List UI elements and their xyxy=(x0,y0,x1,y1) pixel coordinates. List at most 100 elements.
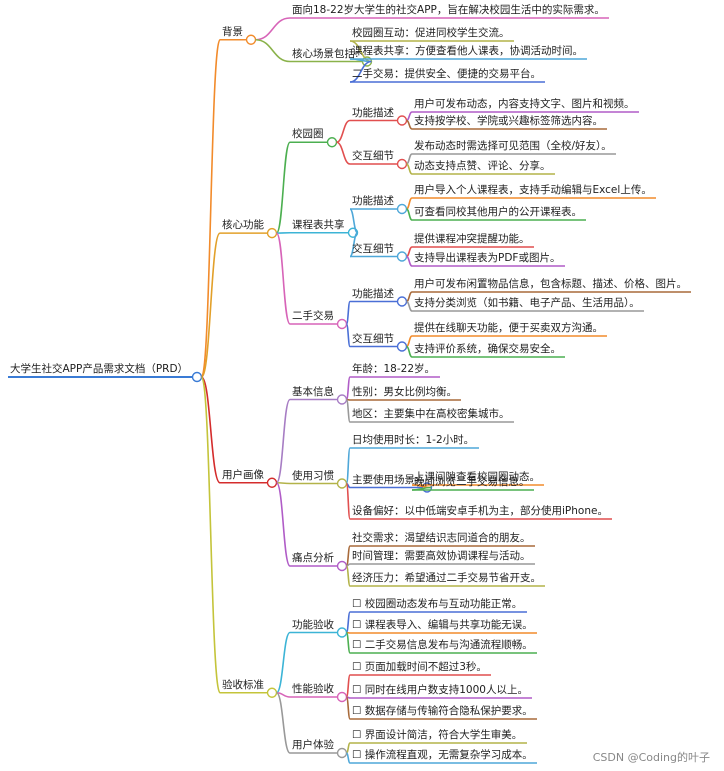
collapse-toggle-icon[interactable] xyxy=(336,560,348,572)
topic-level4[interactable]: 支持按学校、学院或兴趣标签筛选内容。 xyxy=(414,115,603,127)
collapse-toggle-icon[interactable] xyxy=(336,478,348,489)
topic-level4[interactable]: 支持导出课程表为PDF或图片。 xyxy=(414,252,561,264)
topic-level1[interactable]: 背景 xyxy=(222,25,243,38)
topic-level3[interactable]: 校园圈互动：促进同校学生交流。 xyxy=(352,27,510,39)
connector-line xyxy=(349,60,372,83)
connector-line xyxy=(406,291,413,303)
topic-level3[interactable]: 主要使用场景: xyxy=(352,473,419,486)
connector-line xyxy=(349,208,359,234)
connector-line xyxy=(345,482,351,520)
collapse-toggle-icon[interactable] xyxy=(336,318,348,330)
connector-line xyxy=(345,631,351,654)
connector-line xyxy=(345,376,351,401)
topic-level2[interactable]: 面向18-22岁大学生的社交APP，旨在解决校园生活中的实际需求。 xyxy=(292,4,605,16)
topic-level1[interactable]: 验收标准 xyxy=(222,678,264,691)
topic-level3[interactable]: 功能描述 xyxy=(352,195,394,207)
collapse-toggle-icon[interactable] xyxy=(336,394,348,405)
topic-level4[interactable]: 用户可发布闲置物品信息，包含标题、描述、价格、图片。 xyxy=(414,278,687,290)
topic-level3[interactable]: 时间管理：需要高效协调课程与活动。 xyxy=(352,550,531,562)
topic-level3[interactable]: 性别：男女比例均衡。 xyxy=(352,386,457,398)
topic-level2[interactable]: 基本信息 xyxy=(292,385,334,398)
topic-level1[interactable]: 用户画像 xyxy=(222,468,264,481)
topic-level2[interactable]: 使用习惯 xyxy=(292,469,334,482)
topic-level2[interactable]: 性能验收 xyxy=(292,683,334,695)
connector-line xyxy=(200,232,221,378)
topic-level4[interactable]: 提供在线聊天功能，便于买卖双方沟通。 xyxy=(414,322,603,334)
collapse-toggle-icon[interactable] xyxy=(191,371,203,383)
topic-level3[interactable]: 日均使用时长：1-2小时。 xyxy=(352,434,475,446)
topic-level3[interactable]: ☐ 操作流程直观，无需复杂学习成本。 xyxy=(352,749,533,761)
topic-level3[interactable]: ☐ 数据存储与传输符合隐私保护要求。 xyxy=(352,705,533,717)
root-topic[interactable]: 大学生社交APP产品需求文档（PRD） xyxy=(10,363,189,375)
topic-level3[interactable]: 功能描述 xyxy=(352,106,394,119)
connector-line xyxy=(255,38,291,63)
collapse-toggle-icon[interactable] xyxy=(336,691,348,703)
topic-level4[interactable]: 提供课程冲突提醒功能。 xyxy=(414,233,530,245)
collapse-toggle-icon[interactable] xyxy=(336,747,348,759)
connector-line xyxy=(336,119,351,144)
topic-level3[interactable]: ☐ 同时在线用户数支持1000人以上。 xyxy=(352,684,528,696)
connector-line xyxy=(275,481,291,567)
collapse-toggle-icon[interactable] xyxy=(396,296,408,307)
topic-level4[interactable]: 用户可发布动态，内容支持文字、图片和视频。 xyxy=(414,98,635,110)
topic-level3[interactable]: 地区：主要集中在高校密集城市。 xyxy=(352,408,510,420)
topic-level3[interactable]: 年龄：18-22岁。 xyxy=(352,363,436,375)
topic-level3[interactable]: 二手交易：提供安全、便捷的交易平台。 xyxy=(352,68,541,80)
topic-level1[interactable]: 核心功能 xyxy=(222,219,264,232)
topic-level2[interactable]: 二手交易 xyxy=(292,310,334,322)
connector-line xyxy=(411,486,432,491)
collapse-toggle-icon[interactable] xyxy=(245,34,257,45)
topic-level3[interactable]: 课程表共享：方便查看他人课表，协调活动时间。 xyxy=(352,45,583,57)
collapse-toggle-icon[interactable] xyxy=(266,687,278,698)
topic-level2[interactable]: 核心场景包括: xyxy=(292,47,359,60)
topic-level3[interactable]: 交互细节 xyxy=(352,150,394,162)
collapse-toggle-icon[interactable] xyxy=(396,251,408,262)
topic-level4[interactable]: 上课间隙查看校园圈动态。 xyxy=(414,471,540,483)
collapse-toggle-icon[interactable] xyxy=(396,341,408,352)
topic-level3[interactable]: 功能描述 xyxy=(352,287,394,300)
topic-level4[interactable]: 用户导入个人课程表，支持手动编辑与Excel上传。 xyxy=(414,184,652,196)
collapse-toggle-icon[interactable] xyxy=(396,115,408,126)
connector-line xyxy=(406,119,413,130)
topic-level4[interactable]: 动态支持点赞、评论、分享。 xyxy=(414,160,551,172)
collapse-toggle-icon[interactable] xyxy=(326,137,338,148)
topic-level3[interactable]: ☐ 界面设计简洁，符合大学生审美。 xyxy=(352,729,523,741)
connector-line xyxy=(345,696,351,720)
topic-level3[interactable]: ☐ 校园圈动态发布与互动功能正常。 xyxy=(352,598,523,610)
topic-level3[interactable]: ☐ 课程表导入、编辑与共享功能无误。 xyxy=(352,619,533,631)
topic-level2[interactable]: 用户体验 xyxy=(292,739,334,751)
topic-level4[interactable]: 支持评价系统，确保交易安全。 xyxy=(414,343,561,355)
collapse-toggle-icon[interactable] xyxy=(266,477,278,488)
connector-line xyxy=(275,631,291,694)
topic-level4[interactable]: 可查看同校其他用户的公开课程表。 xyxy=(414,206,582,218)
topic-level4[interactable]: 支持分类浏览（如书籍、电子产品、生活用品）。 xyxy=(414,297,640,309)
connector-line xyxy=(406,345,413,358)
topic-level4[interactable]: 晚间浏览二手交易信息。 xyxy=(414,476,530,488)
topic-level4[interactable]: 发布动态时需选择可见范围（全校/好友）。 xyxy=(414,140,612,152)
connector-line xyxy=(406,335,413,348)
connector-line xyxy=(346,752,351,764)
topic-level3[interactable]: 设备偏好：以中低端安卓手机为主，部分使用iPhone。 xyxy=(352,505,608,517)
topic-level2[interactable]: 课程表共享 xyxy=(292,218,345,231)
collapse-toggle-icon[interactable] xyxy=(396,158,408,170)
connector-line xyxy=(200,376,221,694)
connector-line xyxy=(275,141,291,234)
connector-line xyxy=(406,246,413,258)
topic-level3[interactable]: 交互细节 xyxy=(352,242,394,255)
topic-level3[interactable]: 社交需求：渴望结识志同道合的朋友。 xyxy=(352,532,531,544)
topic-level3[interactable]: ☐ 二手交易信息发布与沟通流程顺畅。 xyxy=(352,639,533,651)
topic-level2[interactable]: 校园圈 xyxy=(292,128,324,141)
connector-line xyxy=(345,674,351,698)
topic-level2[interactable]: 痛点分析 xyxy=(292,552,334,564)
topic-level2[interactable]: 功能验收 xyxy=(292,618,334,631)
collapse-toggle-icon[interactable] xyxy=(266,227,278,239)
topic-level3[interactable]: ☐ 页面加载时间不超过3秒。 xyxy=(352,661,487,673)
collapse-toggle-icon[interactable] xyxy=(336,627,348,638)
connector-line xyxy=(345,447,351,485)
watermark: CSDN @Coding的叶子 xyxy=(592,751,710,764)
topic-level3[interactable]: 经济压力：希望通过二手交易节省开支。 xyxy=(352,572,541,584)
topic-level3[interactable]: 交互细节 xyxy=(352,332,394,345)
collapse-toggle-icon[interactable] xyxy=(396,203,408,215)
